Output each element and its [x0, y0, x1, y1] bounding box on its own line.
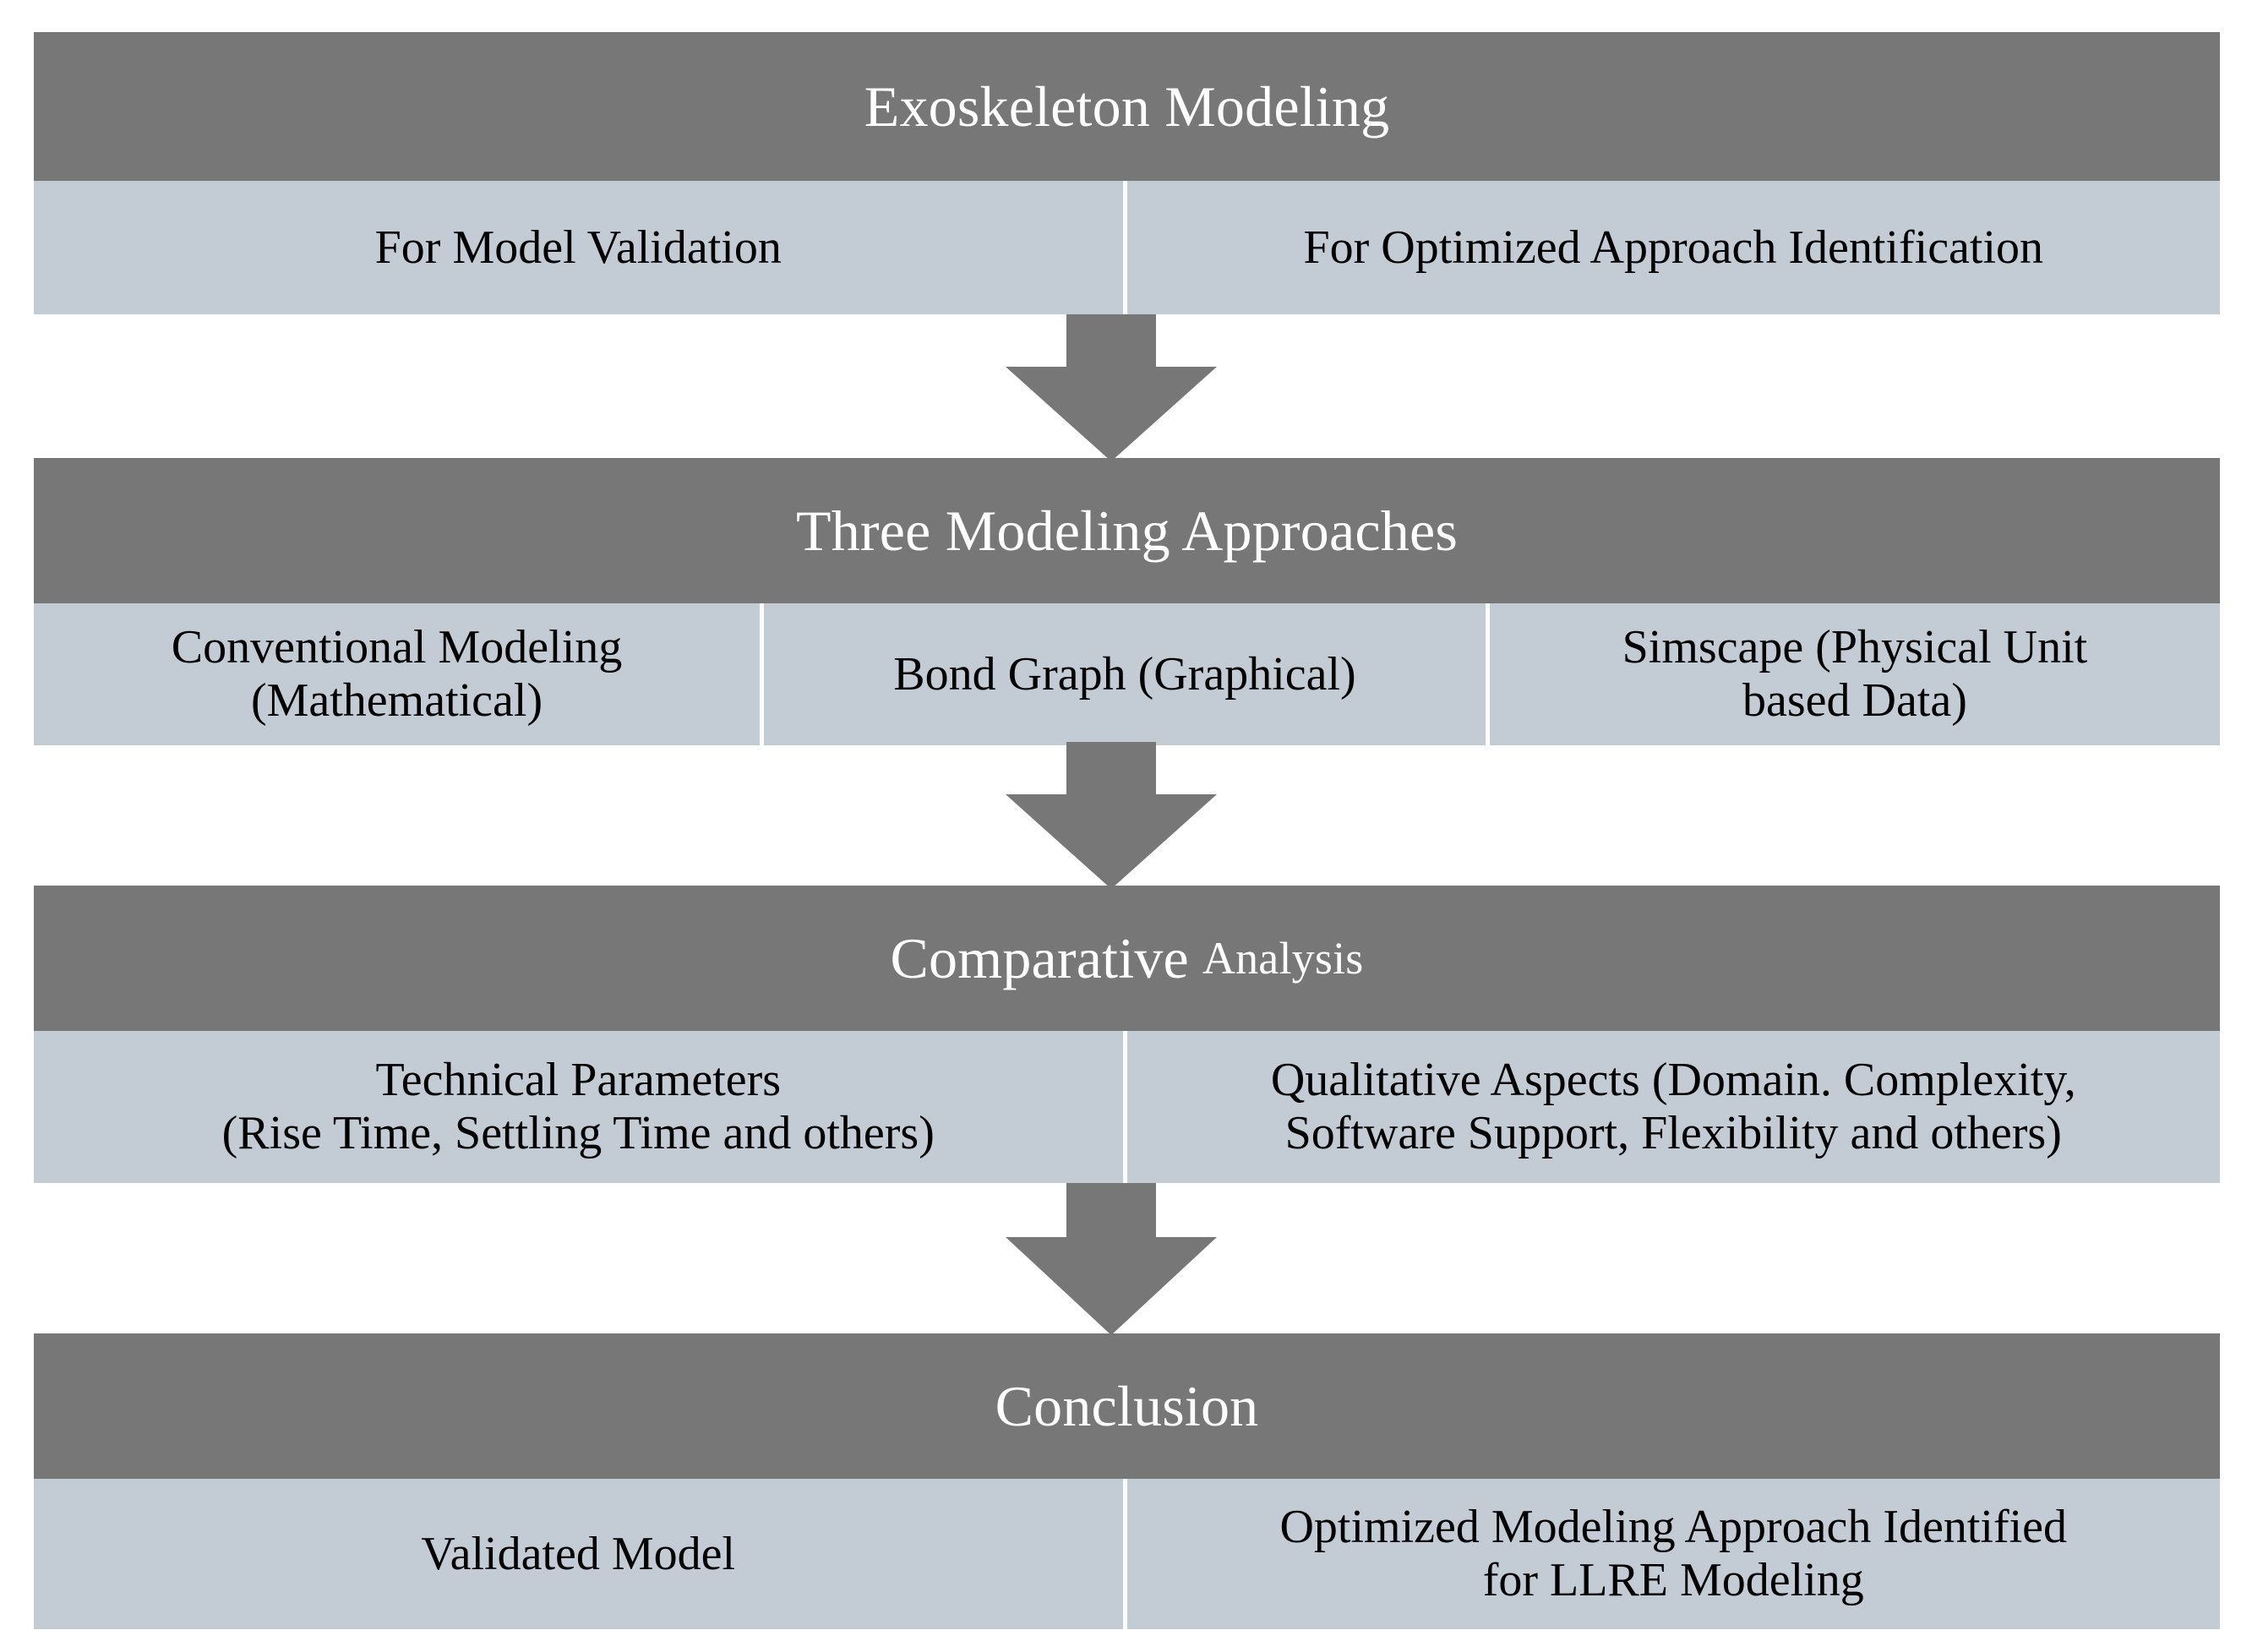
- stage-header-exoskeleton-modeling: Exoskeleton Modeling: [34, 32, 2220, 181]
- stage-header-label: Exoskeleton Modeling: [864, 74, 1390, 139]
- cell-label: For Model Validation: [374, 221, 782, 274]
- down-arrow-icon: [1006, 742, 1217, 889]
- cell-label-line-2: (Mathematical): [250, 674, 543, 727]
- cell-conventional-modeling: Conventional Modeling (Mathematical): [34, 603, 765, 745]
- cell-label-line-1: Conventional Modeling: [171, 621, 623, 674]
- cell-label-line-2: (Rise Time, Settling Time and others): [221, 1107, 935, 1159]
- cell-label-line-1: Optimized Modeling Approach Identified: [1279, 1501, 2068, 1554]
- cell-label-line-1: Bond Graph (Graphical): [893, 647, 1356, 701]
- stage-cells-conclusion: Validated Model Optimized Modeling Appro…: [34, 1479, 2220, 1629]
- cell-label-line-2: Software Support, Flexibility and others…: [1284, 1107, 2062, 1159]
- stage-header-label-secondary: Analysis: [1202, 933, 1364, 984]
- cell-validated-model: Validated Model: [34, 1479, 1127, 1629]
- stage-cells-analysis: Technical Parameters (Rise Time, Settlin…: [34, 1031, 2220, 1183]
- cell-label-line-1: Qualitative Aspects (Domain. Complexity,: [1270, 1054, 2076, 1107]
- cell-qualitative-aspects: Qualitative Aspects (Domain. Complexity,…: [1126, 1031, 2220, 1183]
- cell-bond-graph: Bond Graph (Graphical): [764, 603, 1490, 745]
- cell-simscape: Simscape (Physical Unit based Data): [1489, 603, 2220, 745]
- stage-three-modeling-approaches: Three Modeling Approaches Conventional M…: [34, 458, 2220, 745]
- cell-label-line-2: for LLRE Modeling: [1482, 1554, 1864, 1606]
- stage-header-conclusion: Conclusion: [34, 1333, 2220, 1479]
- cell-label-line-2: based Data): [1742, 674, 1967, 727]
- stage-exoskeleton-modeling: Exoskeleton Modeling For Model Validatio…: [34, 32, 2220, 314]
- cell-label-line-1: Validated Model: [421, 1527, 736, 1580]
- stage-header-label: Three Modeling Approaches: [796, 499, 1458, 563]
- stage-header-three-modeling-approaches: Three Modeling Approaches: [34, 458, 2220, 603]
- stage-comparative-analysis: Comparative Analysis Technical Parameter…: [34, 886, 2220, 1183]
- stage-header-comparative-analysis: Comparative Analysis: [34, 886, 2220, 1031]
- stage-cells-approaches: Conventional Modeling (Mathematical) Bon…: [34, 603, 2220, 745]
- cell-label-line-1: Simscape (Physical Unit: [1622, 621, 2088, 674]
- stage-cells-exoskeleton: For Model Validation For Optimized Appro…: [34, 181, 2220, 314]
- down-arrow-icon: [1006, 1183, 1217, 1335]
- down-arrow-icon: [1006, 314, 1217, 461]
- stage-header-label-primary: Comparative: [890, 926, 1189, 990]
- cell-for-optimized-approach-identification: For Optimized Approach Identification: [1126, 181, 2220, 314]
- cell-optimized-modeling-approach: Optimized Modeling Approach Identified f…: [1126, 1479, 2220, 1629]
- stage-header-label: Conclusion: [995, 1374, 1259, 1438]
- cell-label-line-1: Technical Parameters: [375, 1054, 782, 1107]
- cell-for-model-validation: For Model Validation: [34, 181, 1127, 314]
- stage-conclusion: Conclusion Validated Model Optimized Mod…: [34, 1333, 2220, 1629]
- cell-technical-parameters: Technical Parameters (Rise Time, Settlin…: [34, 1031, 1127, 1183]
- cell-label: For Optimized Approach Identification: [1303, 221, 2044, 274]
